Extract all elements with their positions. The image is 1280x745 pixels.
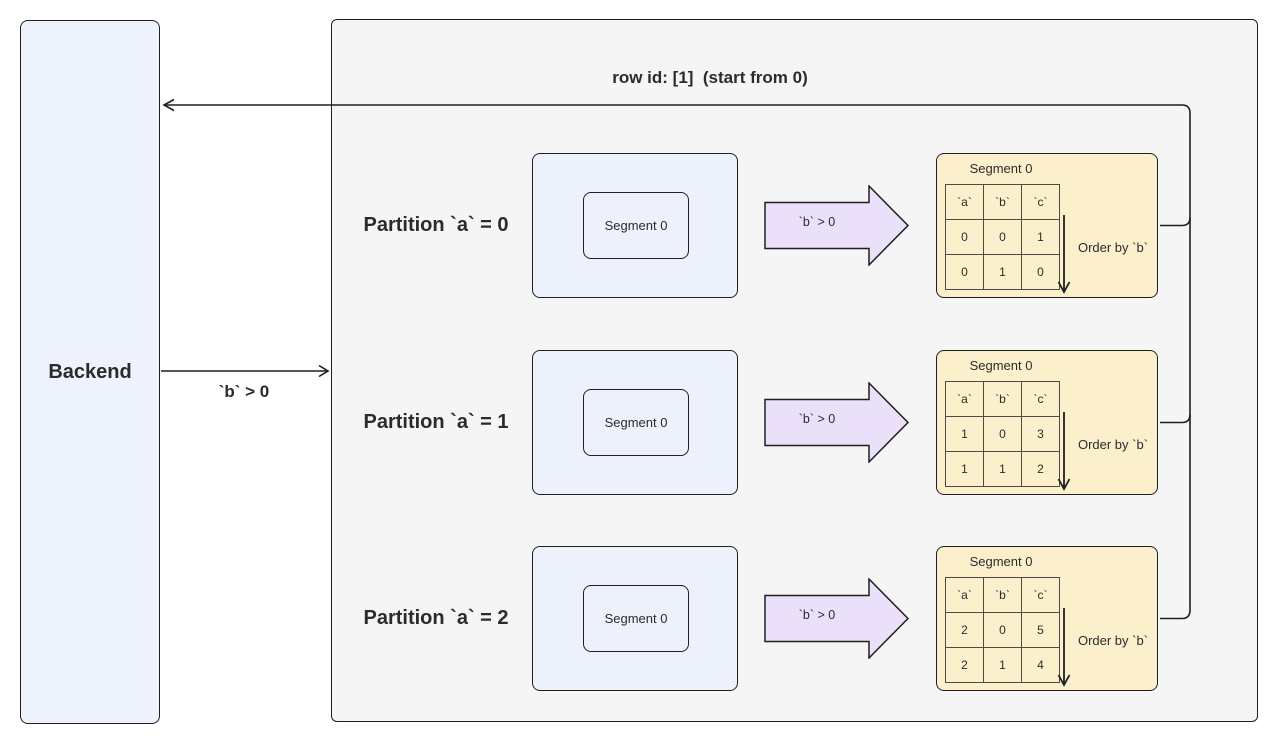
order-by-arrow-icon [1057,215,1071,294]
filter-arrow-shape [764,578,910,659]
filter-arrow-icon [764,382,910,463]
result-table: `a` `b` `c` 0 0 1 0 1 0 [945,184,1060,290]
result-segment-box: Segment 0 `a` `b` `c` 0 0 1 0 1 0 [936,153,1158,298]
result-table-cell: 0 [983,219,1022,255]
result-table-header: `c` [1021,184,1060,220]
result-table-cell: 1 [983,254,1022,290]
scan-filter-label: `b` > 0 [218,382,270,401]
result-table-cell: 1 [945,451,984,487]
filter-arrow-label: `b` > 0 [798,608,836,622]
result-segment-title: Segment 0 [969,161,1033,176]
segment-label: Segment 0 [604,415,668,430]
filter-arrow-shape [764,382,910,463]
result-table-cell: 4 [1021,647,1060,683]
filter-arrow-shape [764,185,910,266]
result-table-cell: 0 [945,219,984,255]
result-table-header: `b` [983,381,1022,417]
result-table-cell: 2 [945,612,984,648]
segment-node: Segment 0 [583,389,689,456]
result-table-cell: 3 [1021,416,1060,452]
partition-label: Partition `a` = 2 [363,607,509,629]
segment-label: Segment 0 [604,611,668,626]
filter-arrow-label: `b` > 0 [798,412,836,426]
result-table-cell: 0 [983,416,1022,452]
result-table-cell: 1 [1021,219,1060,255]
backend-label: Backend [48,360,132,383]
result-segment-title: Segment 0 [969,358,1033,373]
segment-node: Segment 0 [583,192,689,259]
result-table-header: `b` [983,577,1022,613]
result-table-cell: 5 [1021,612,1060,648]
order-by-label: Order by `b` [1077,240,1149,255]
result-table-header: `c` [1021,381,1060,417]
result-table-cell: 0 [983,612,1022,648]
result-table: `a` `b` `c` 1 0 3 1 1 2 [945,381,1060,487]
result-table: `a` `b` `c` 2 0 5 2 1 4 [945,577,1060,683]
order-by-label: Order by `b` [1077,437,1149,452]
return-arrowhead-icon [162,98,175,112]
result-table-cell: 1 [983,647,1022,683]
order-by-label: Order by `b` [1077,633,1149,648]
result-segment-box: Segment 0 `a` `b` `c` 1 0 3 1 1 2 [936,350,1158,495]
order-by-arrow-icon [1057,412,1071,491]
filter-arrow-icon [764,578,910,659]
result-segment-title: Segment 0 [969,554,1033,569]
partition-row: Partition `a` = 0 Segment 0 `b` > 0 Segm… [0,153,1280,298]
result-table-cell: 1 [945,416,984,452]
result-table-header: `a` [945,381,984,417]
result-table-cell: 0 [1021,254,1060,290]
result-table-header: `a` [945,184,984,220]
segment-label: Segment 0 [604,218,668,233]
partition-label: Partition `a` = 1 [363,411,509,433]
result-table-cell: 0 [945,254,984,290]
filter-arrow-label: `b` > 0 [798,215,836,229]
partition-row: Partition `a` = 1 Segment 0 `b` > 0 Segm… [0,350,1280,495]
result-table-header: `b` [983,184,1022,220]
return-rowid-label: row id: [1] (start from 0) [612,68,808,87]
order-by-arrow-icon [1057,608,1071,687]
result-table-cell: 1 [983,451,1022,487]
result-segment-box: Segment 0 `a` `b` `c` 2 0 5 2 1 4 [936,546,1158,691]
segment-node: Segment 0 [583,585,689,652]
result-table-cell: 2 [945,647,984,683]
partition-label: Partition `a` = 0 [363,214,509,236]
result-table-header: `c` [1021,577,1060,613]
backend-node: Backend [20,20,160,724]
partition-row: Partition `a` = 2 Segment 0 `b` > 0 Segm… [0,546,1280,691]
result-table-header: `a` [945,577,984,613]
result-table-cell: 2 [1021,451,1060,487]
filter-arrow-icon [764,185,910,266]
